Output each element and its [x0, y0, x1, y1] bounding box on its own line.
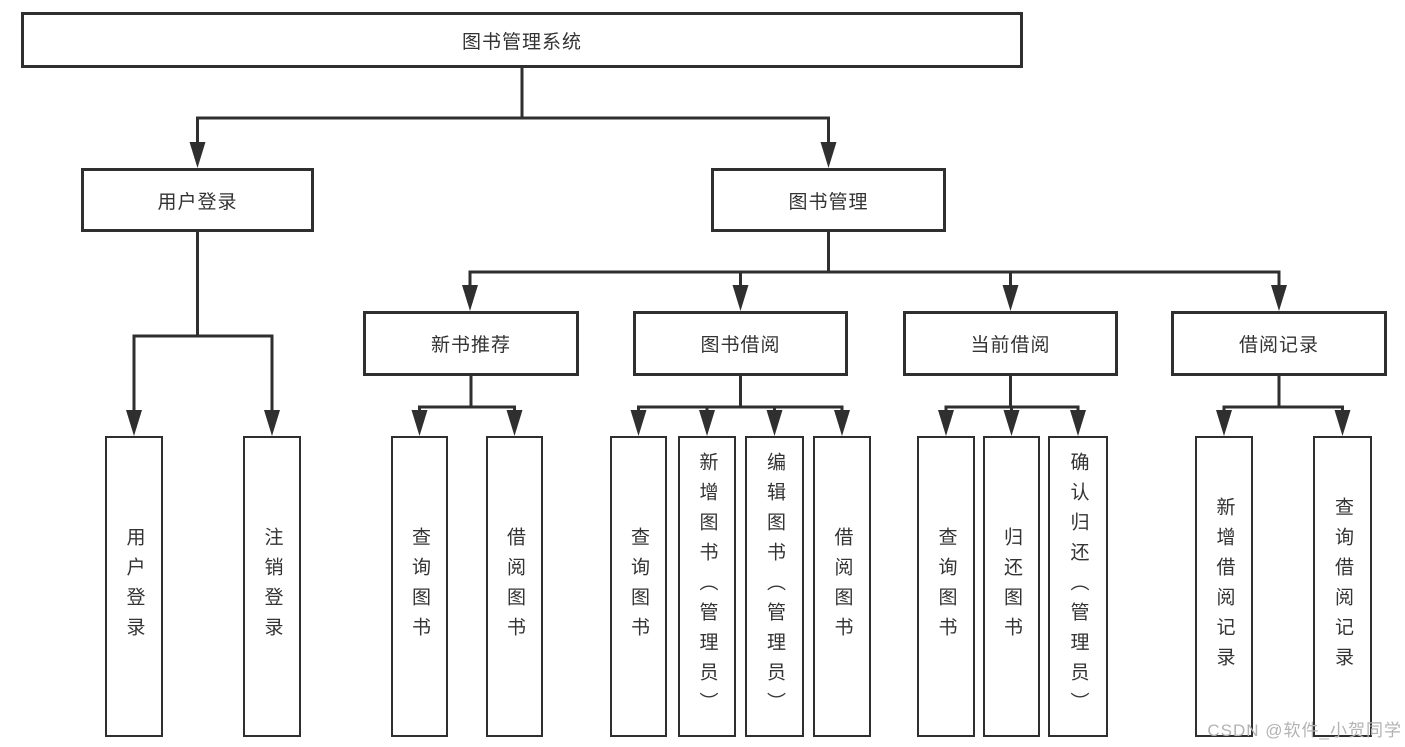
- leaf-br-query-record: 查询借阅记录: [1313, 436, 1372, 737]
- node-book-management: 图书管理: [711, 168, 946, 232]
- leaf-br-query-record-label: 查询借阅记录: [1332, 496, 1353, 677]
- leaf-bb-query-books-label: 查询图书: [628, 526, 649, 647]
- leaf-nbr-query-books: 查询图书: [391, 436, 448, 737]
- leaf-user-login-label: 用户登录: [123, 526, 145, 647]
- node-new-book-recommend: 新书推荐: [363, 311, 579, 376]
- node-book-borrowing-label: 图书借阅: [700, 335, 781, 356]
- node-user-login-label: 用户登录: [157, 191, 238, 213]
- leaf-bb-query-books: 查询图书: [610, 436, 667, 737]
- leaf-bb-edit-books-admin: 编辑图书（管理员）: [745, 436, 804, 737]
- leaf-user-login: 用户登录: [105, 436, 163, 737]
- leaf-nbr-borrow-books: 借阅图书: [486, 436, 543, 737]
- leaf-bb-edit-books-admin-label: 编辑图书（管理员）: [764, 451, 785, 722]
- leaf-bb-add-books-admin: 新增图书（管理员）: [678, 436, 736, 737]
- node-root-label: 图书管理系统: [461, 31, 582, 53]
- leaf-br-add-record-label: 新增借阅记录: [1213, 496, 1235, 677]
- leaf-cb-return-books: 归还图书: [983, 436, 1040, 737]
- node-current-borrowing-label: 当前借阅: [970, 335, 1051, 356]
- leaf-nbr-borrow-books-label: 借阅图书: [504, 526, 525, 647]
- node-borrowing-records-label: 借阅记录: [1238, 335, 1319, 356]
- leaf-cb-confirm-return-admin-label: 确认归还（管理员）: [1067, 451, 1089, 722]
- leaf-cb-query-books-label: 查询图书: [935, 526, 957, 647]
- node-user-login: 用户登录: [81, 168, 314, 232]
- node-current-borrowing: 当前借阅: [903, 311, 1118, 376]
- node-book-borrowing: 图书借阅: [633, 311, 848, 376]
- leaf-logout: 注销登录: [243, 436, 301, 737]
- leaf-nbr-query-books-label: 查询图书: [409, 526, 430, 647]
- watermark: CSDN @软件_小贺同学: [1207, 721, 1402, 740]
- node-borrowing-records: 借阅记录: [1171, 311, 1387, 376]
- node-book-management-label: 图书管理: [788, 191, 869, 213]
- leaf-bb-add-books-admin-label: 新增图书（管理员）: [696, 451, 718, 722]
- leaf-bb-borrow-books-label: 借阅图书: [831, 526, 853, 647]
- leaf-logout-label: 注销登录: [261, 526, 283, 647]
- leaf-cb-confirm-return-admin: 确认归还（管理员）: [1048, 436, 1108, 737]
- leaf-bb-borrow-books: 借阅图书: [813, 436, 871, 737]
- leaf-br-add-record: 新增借阅记录: [1195, 436, 1253, 737]
- node-root: 图书管理系统: [21, 12, 1023, 68]
- node-new-book-recommend-label: 新书推荐: [430, 335, 511, 356]
- leaf-cb-return-books-label: 归还图书: [1001, 526, 1022, 647]
- leaf-cb-query-books: 查询图书: [917, 436, 975, 737]
